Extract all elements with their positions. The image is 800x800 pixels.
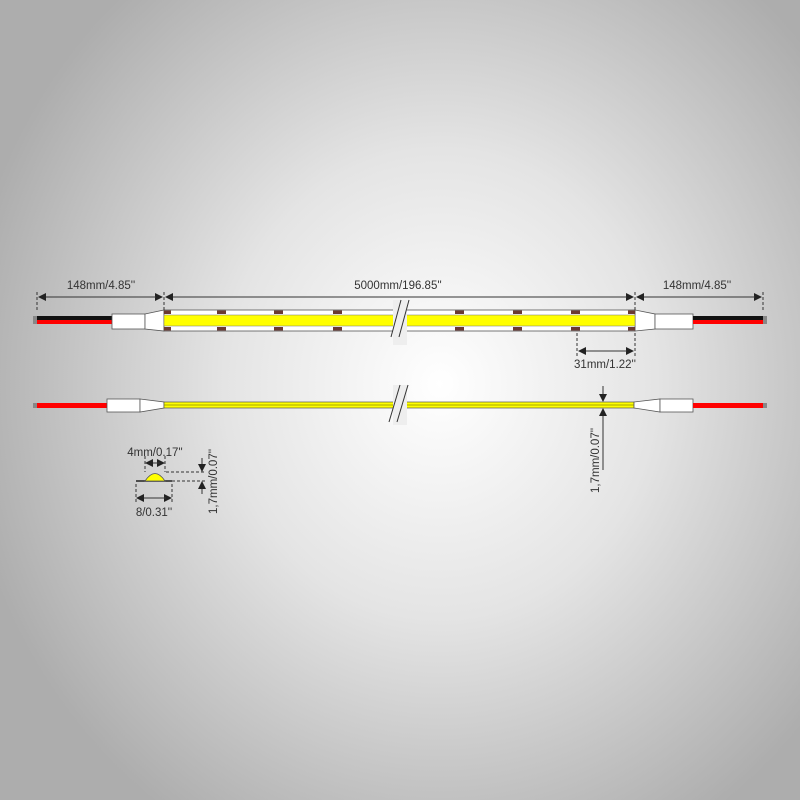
length-dimensions: 148mm/4.85'' 5000mm/196.85'' 148mm/4.85'… xyxy=(36,280,764,312)
cut-interval-label: 31mm/1.22'' xyxy=(574,359,636,371)
top-view: 148mm/4.85'' 5000mm/196.85'' 148mm/4.85'… xyxy=(33,280,767,371)
resistor-pad xyxy=(217,327,226,331)
resistor-pad xyxy=(628,310,635,314)
resistor-pads xyxy=(164,310,635,331)
resistor-pad xyxy=(455,327,464,331)
right-lead-label: 148mm/4.85'' xyxy=(663,280,731,292)
resistor-pad xyxy=(274,310,283,314)
resistor-pad xyxy=(513,310,522,314)
strip-width-label: 8/0.31'' xyxy=(136,507,172,519)
resistor-pad xyxy=(628,327,635,331)
resistor-pad xyxy=(164,310,171,314)
left-leads xyxy=(33,309,165,332)
resistor-pad xyxy=(164,327,171,331)
resistor-pad xyxy=(571,310,580,314)
thickness-dimension: 1,7mm/0.07'' xyxy=(590,386,607,493)
resistor-pad xyxy=(571,327,580,331)
resistor-pad xyxy=(455,310,464,314)
strip-body xyxy=(163,299,636,345)
side-view: 1,7mm/0.07'' xyxy=(33,384,767,493)
resistor-pad xyxy=(274,327,283,331)
cut-interval-dimension: 31mm/1.22'' xyxy=(574,333,636,371)
left-lead-label: 148mm/4.85'' xyxy=(67,280,135,292)
led-width-label: 4mm/0.17'' xyxy=(127,447,183,459)
thickness-label: 1,7mm/0.07'' xyxy=(590,428,602,493)
resistor-pad xyxy=(333,327,342,331)
resistor-pad xyxy=(333,310,342,314)
resistor-pad xyxy=(217,310,226,314)
profile-height-label: 1,7mm/0.07'' xyxy=(208,449,220,514)
resistor-pad xyxy=(513,327,522,331)
strip-length-label: 5000mm/196.85'' xyxy=(354,280,442,292)
cross-section: 4mm/0.17'' 8/0.31'' 1,7mm/0.07'' xyxy=(127,447,220,519)
right-leads xyxy=(634,309,767,332)
